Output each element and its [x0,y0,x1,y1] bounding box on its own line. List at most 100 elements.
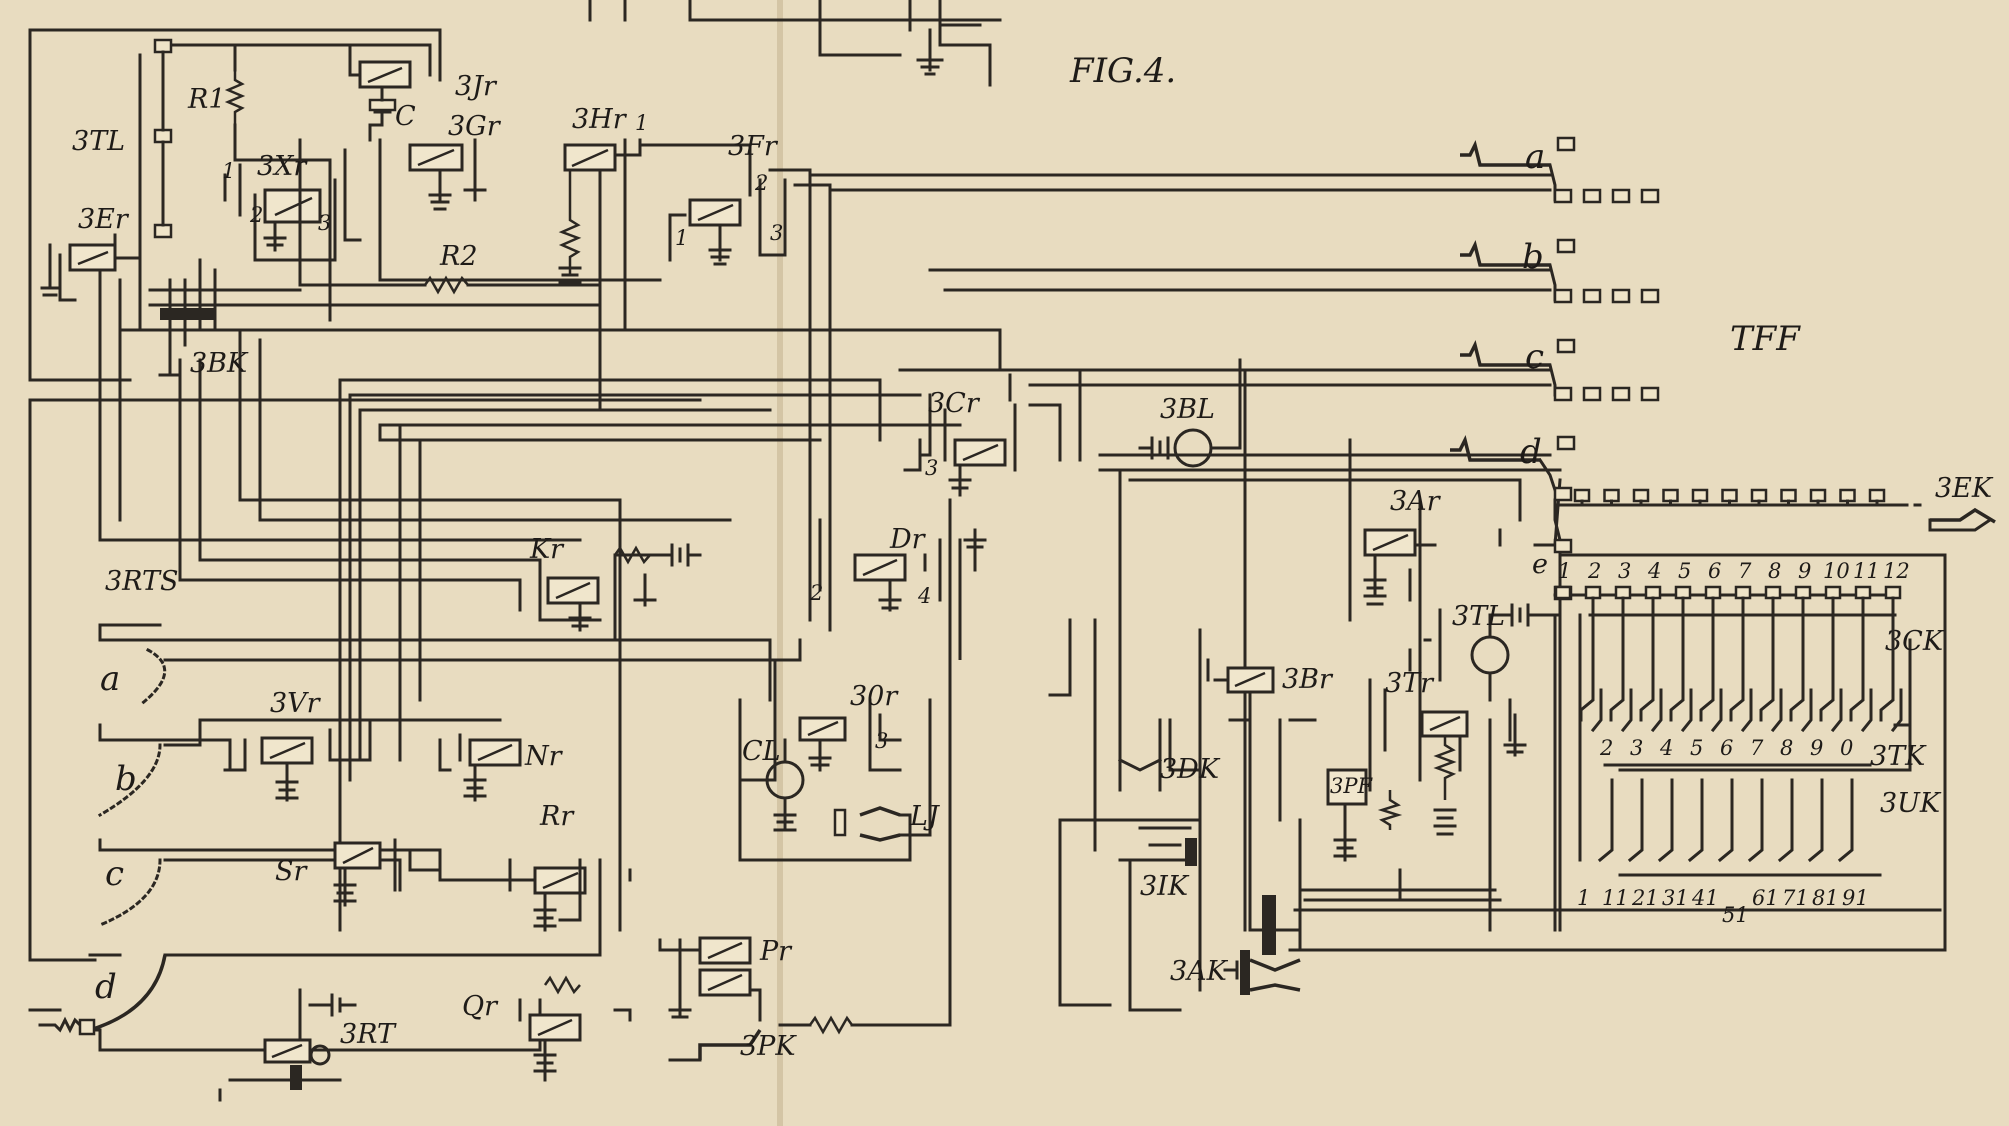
label-3UK: 3UK [1880,788,1942,819]
line-letter-a: a [1525,137,1545,177]
bank-CK-TK-UK [1553,593,1912,932]
uk-contact [1777,778,1794,863]
ck-contact-spring [1890,688,1903,733]
label-TFF: TFF [1730,319,1801,359]
contact-4: 4 [917,584,931,608]
ck-number: 8 [1768,559,1781,583]
label-3Fr: 3Fr [728,131,779,162]
rts-letters: a b c d [95,659,137,1007]
tk-number: 2 [1599,736,1613,760]
tk-number: 7 [1750,736,1764,760]
tk-number: 8 [1780,736,1793,760]
ck-number: 2 [1587,559,1601,583]
label-3TK: 3TK [1870,741,1927,772]
tk-number: 9 [1810,736,1823,760]
ck-contact [1759,596,1775,722]
label-Pr: Pr [759,936,793,967]
line-jacks [1450,139,1562,542]
ck-contact [1729,596,1745,722]
ck-contact [1819,596,1835,722]
lamp-3BL [1138,358,1242,468]
uk-number: 21 [1631,886,1659,910]
ck-terminal [1704,585,1722,600]
ck-terminal [1764,585,1782,600]
uk-number: 91 [1842,886,1869,910]
line-letter-c: c [1525,337,1544,377]
top-partial [588,0,1002,87]
tk-number: 0 [1840,736,1853,760]
ck-number: 12 [1883,559,1910,583]
uk-contact [1597,778,1614,863]
ck-contact [1789,596,1805,722]
tk-number: 3 [1630,736,1643,760]
line-letter-e: e [1532,549,1548,580]
rts-letter-c: c [105,854,124,894]
label-3Vr: 3Vr [270,688,322,719]
label-Qr: Qr [462,991,499,1022]
ek-terminal [1750,488,1768,503]
ck-number: 1 [1558,559,1571,583]
ck-contact [1699,596,1715,722]
contact-numbers: 1 2 3 1 2 1 3 3 2 4 3 [222,111,938,753]
uk-number: 61 [1752,886,1779,910]
line-letters: a b c d e [1520,137,1548,580]
contact-3: 3 [318,211,331,235]
contact-2: 2 [249,203,263,227]
label-3BL: 3BL [1160,394,1215,425]
uk-number: 41 [1691,886,1719,910]
ek-terminal [1809,488,1827,503]
label-C: C [395,101,416,132]
ck-number: 11 [1853,559,1880,583]
label-LJ: LJ [909,801,941,832]
label-Nr: Nr [524,741,564,772]
label-3Er: 3Er [78,204,130,235]
label-R2: R2 [439,241,478,272]
ck-number: 10 [1823,559,1850,583]
ck-number: 4 [1647,559,1661,583]
ck-contact [1669,596,1685,722]
rts-lines [28,623,802,1052]
ck-contact-spring [1740,688,1753,733]
label-3Tr: 3Tr [1385,668,1435,699]
uk-number: 71 [1782,886,1809,910]
ek-terminal [1868,488,1886,503]
ck-terminal [1584,585,1602,600]
label-3RTS: 3RTS [105,566,179,597]
tk-number: 6 [1720,736,1733,760]
contact-3d: 3 [875,729,888,753]
label-3DK: 3DK [1160,754,1221,785]
ek-terminal [1691,488,1709,503]
label-3Hr: 3Hr [572,104,628,135]
ck-contact [1609,596,1625,722]
label-3PF: 3PF [1330,774,1373,798]
ek-terminal [1721,488,1738,503]
label-3PK: 3PK [740,1031,797,1062]
uk-contact [1687,778,1704,863]
ck-contact-spring [1710,688,1723,733]
label-3Cr: 3Cr [928,388,981,419]
label-3TL-right: 3TL [1452,601,1505,632]
ck-contact-spring [1650,688,1663,733]
line-letter-b: b [1522,237,1544,277]
ek-terminal [1662,488,1679,503]
relay-3Tr [1420,710,1469,836]
left-wiring [28,28,1002,962]
ek-terminal [1632,488,1650,503]
ck-terminal [1794,585,1812,600]
ck-contact-spring [1620,688,1633,733]
ck-contact-spring [1830,688,1843,733]
uk-contact [1657,778,1674,863]
component-labels: R1 3TL 3Jr C 3Gr 3Hr 3Xr 3Fr 3Er R2 3BK … [72,71,1994,1062]
contact-1: 1 [222,159,235,183]
label-3IK: 3IK [1140,871,1190,902]
ck-terminal [1884,585,1902,600]
ck-contact-spring [1770,688,1783,733]
uk-contact [1717,778,1734,863]
ck-number: 3 [1618,559,1631,583]
rts-letter-a: a [100,659,120,699]
ck-contact-spring [1800,688,1813,733]
ek-terminal [1603,488,1620,503]
ck-contact [1879,596,1895,722]
